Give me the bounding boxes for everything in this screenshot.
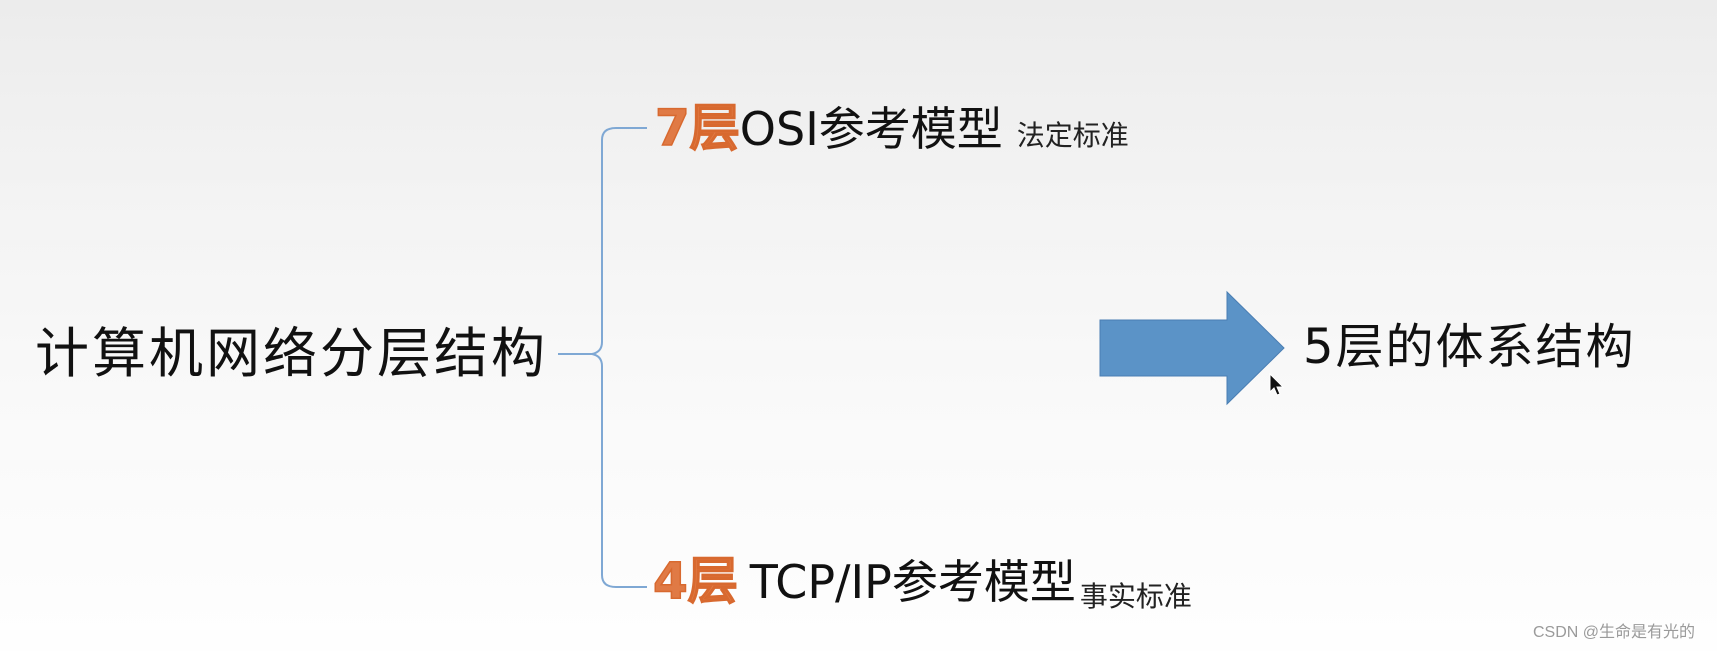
standard-note-osi: 法定标准 [1016, 119, 1129, 152]
watermark: CSDN @生命是有光的 [1532, 624, 1695, 641]
branch-osi: 7层 OSI参考模型 法定标准 [654, 95, 1129, 162]
standard-note-tcpip: 事实标准 [1079, 580, 1192, 613]
right-arrow-icon [1099, 290, 1285, 406]
curly-bracket [558, 127, 647, 588]
branch-tcpip: 4层 TCP/IP参考模型 事实标准 [652, 548, 1192, 615]
root-label: 计算机网络分层结构 [35, 322, 548, 385]
layer-count-osi: 7层 [654, 98, 740, 158]
mouse-pointer-icon [1269, 372, 1285, 396]
layer-count-tcpip: 4层 [652, 551, 738, 611]
result-label: 5层的体系结构 [1303, 319, 1636, 375]
model-name-tcpip: TCP/IP参考模型 [749, 555, 1076, 609]
model-name-osi: OSI参考模型 [739, 102, 1003, 156]
